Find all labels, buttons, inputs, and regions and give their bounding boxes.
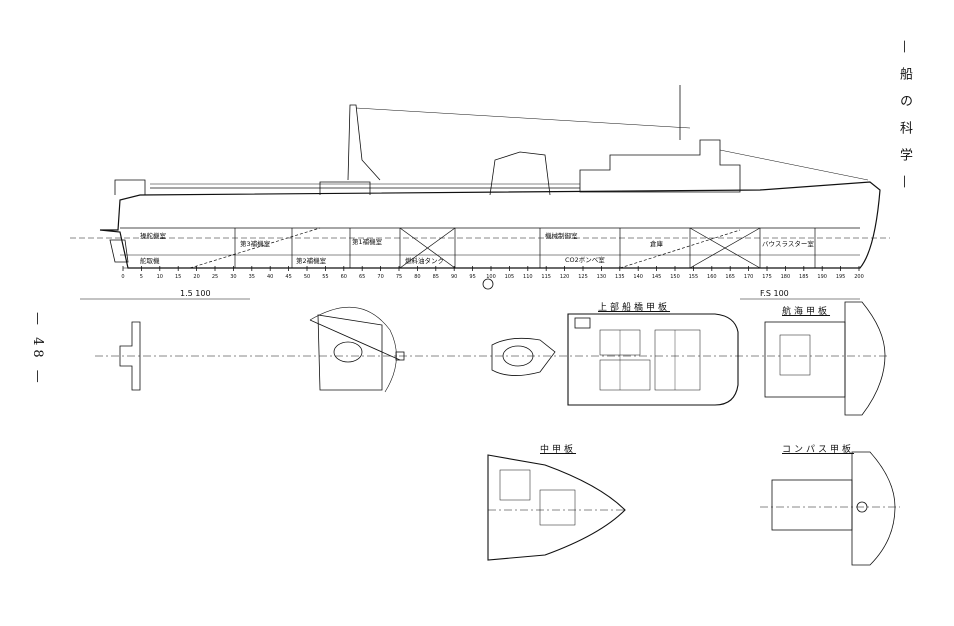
frame-number: 195 <box>836 274 846 280</box>
compartment-label: 燃料油タンク <box>405 256 444 265</box>
compartment-label: バウスラスター室 <box>762 239 814 248</box>
frame-number: 110 <box>523 274 533 280</box>
compartment-label: CO2ボンベ室 <box>565 255 605 264</box>
stern-plan <box>119 321 141 391</box>
frame-number: 10 <box>157 274 163 280</box>
navigation-deck-plan <box>764 301 886 416</box>
frame-number: 160 <box>707 274 717 280</box>
compartment-label: 第2補機室 <box>296 256 327 265</box>
scale-label-fwd: F.S 100 <box>760 289 789 298</box>
frame-number: 70 <box>377 274 383 280</box>
frame-number: 35 <box>249 274 255 280</box>
frame-number: 60 <box>341 274 347 280</box>
frame-number: 95 <box>469 274 475 280</box>
frame-number: 135 <box>615 274 625 280</box>
crane-plan <box>309 306 405 393</box>
frame-number: 65 <box>359 274 365 280</box>
frame-number: 185 <box>799 274 809 280</box>
frame-number: 120 <box>560 274 570 280</box>
deck-title-upper-bridge: 上部船橋甲板 <box>598 303 671 313</box>
frame-number: 100 <box>486 274 496 280</box>
frame-number: 40 <box>267 274 273 280</box>
frame-number: 165 <box>725 274 735 280</box>
frame-number: 85 <box>433 274 439 280</box>
frame-number: 75 <box>396 274 402 280</box>
deck-title-middle: 中甲板 <box>540 445 577 455</box>
ship-profile <box>70 85 890 290</box>
frame-number: 130 <box>597 274 607 280</box>
frame-scale: 0 5 10 15 20 25 30 35 40 45 50 55 60 65 70 75 80 85 90 95 10… <box>80 266 864 300</box>
frame-number: 125 <box>578 274 588 280</box>
frame-number: 175 <box>762 274 772 280</box>
compartment-label: 舵取機 <box>140 256 160 265</box>
frame-number: 115 <box>541 274 551 280</box>
frame-number: 5 <box>140 274 143 280</box>
compartment-label: 第3補機室 <box>240 239 271 248</box>
deck-title-compass: コンパス甲板 <box>782 445 855 455</box>
frame-number: 190 <box>817 274 827 280</box>
upper-bridge-deck-plan <box>567 313 739 406</box>
compass-deck-plan <box>760 451 900 566</box>
funnel-plan <box>491 337 556 376</box>
page-number: — 48 — <box>30 312 45 387</box>
compartment-label: 操舵機室 <box>140 231 167 240</box>
frame-number: 150 <box>670 274 680 280</box>
compartment-label: 倉庫 <box>650 239 664 248</box>
frame-number: 25 <box>212 274 218 280</box>
compartment-label: 第1補機室 <box>352 237 383 246</box>
deck-title-navigation: 航海甲板 <box>782 307 831 317</box>
frame-number: 0 <box>121 274 124 280</box>
frame-number: 15 <box>175 274 181 280</box>
running-title: —船の科学— <box>897 40 912 202</box>
frame-number: 145 <box>652 274 662 280</box>
scale-label-aft: 1.5 100 <box>180 289 211 298</box>
frame-number: 50 <box>304 274 310 280</box>
frame-number: 180 <box>781 274 791 280</box>
frame-number: 20 <box>193 274 199 280</box>
frame-number: 200 <box>854 274 864 280</box>
frame-number: 55 <box>322 274 328 280</box>
frame-number: 90 <box>451 274 457 280</box>
frame-number: 170 <box>744 274 754 280</box>
frame-number: 45 <box>285 274 291 280</box>
frame-number: 80 <box>414 274 420 280</box>
frame-number: 30 <box>230 274 236 280</box>
middle-deck-plan <box>487 454 626 561</box>
frame-number: 140 <box>633 274 643 280</box>
frame-number: 155 <box>689 274 699 280</box>
frame-number: 105 <box>505 274 515 280</box>
compartment-label: 機械制御室 <box>545 231 578 240</box>
